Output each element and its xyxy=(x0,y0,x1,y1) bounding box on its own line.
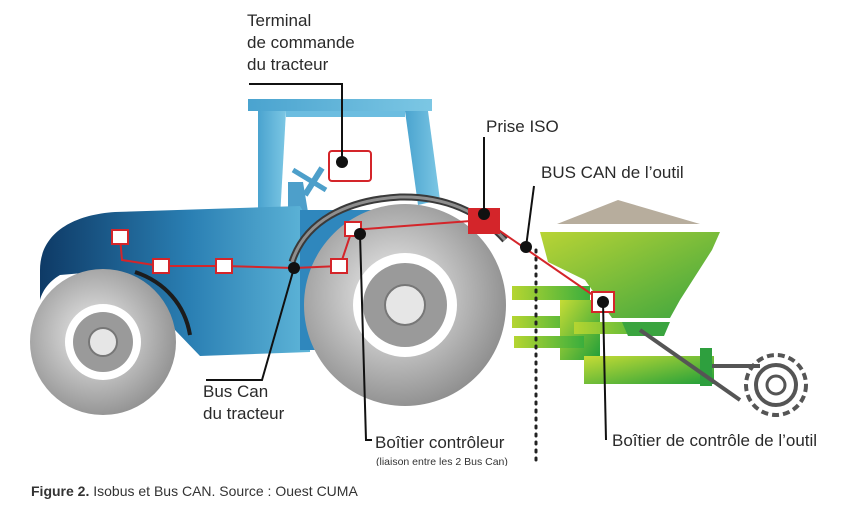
terminal-node xyxy=(328,150,372,182)
leader-dots xyxy=(288,156,609,308)
tool-bus-leader xyxy=(525,185,535,248)
label-terminal: Terminal de commande du tracteur xyxy=(247,10,355,76)
label-boitier-outil: Boîtier de contrôle de l’outil xyxy=(612,431,818,450)
cab-rear-pillar xyxy=(258,111,286,218)
label-terminal-line2: de commande xyxy=(247,33,355,52)
front-wheel xyxy=(30,269,176,415)
figure-caption: Figure 2. Isobus et Bus CAN. Source : Ou… xyxy=(31,483,358,499)
label-bus-can-outil: BUS CAN de l’outil xyxy=(541,163,684,182)
iso-to-tool-line xyxy=(483,219,604,303)
label-prise-iso: Prise ISO xyxy=(486,117,559,136)
tractor-body xyxy=(40,206,312,356)
hopper-load xyxy=(557,200,700,224)
spreader-disc xyxy=(622,322,670,336)
figure-caption-text: Isobus et Bus CAN. Source : Ouest CUMA xyxy=(89,483,358,499)
leader-lines xyxy=(206,83,607,441)
front-fender xyxy=(134,270,192,336)
label-boitier-controleur: Boîtier contrôleur xyxy=(375,433,505,452)
tool-ecu-leader xyxy=(602,301,607,441)
tractor-ecu-node xyxy=(330,258,348,274)
controller-dot xyxy=(354,228,366,240)
gauge-wheel xyxy=(744,353,808,417)
iso-dot xyxy=(478,208,490,220)
isobus-diagram xyxy=(30,83,808,464)
tractor-ecu-node xyxy=(111,229,129,245)
implement xyxy=(512,200,808,417)
can-bus-network xyxy=(111,150,615,313)
tractor-ecu-node xyxy=(215,258,233,274)
tool-bus-dot xyxy=(520,241,532,253)
frame-upper xyxy=(512,286,590,300)
terminal-dot xyxy=(336,156,348,168)
hopper xyxy=(540,232,720,318)
cab-front-pillar xyxy=(405,111,440,205)
tractor xyxy=(30,99,508,415)
tractor-ecu-node xyxy=(152,258,170,274)
label-bus-can-tracteur-line1: Bus Can xyxy=(203,382,269,401)
steering-wheel xyxy=(291,167,328,193)
label-bus-can-tracteur: Bus Can du tracteur xyxy=(203,381,284,425)
label-terminal-line3: du tracteur xyxy=(247,55,329,74)
tool-ecu-dot xyxy=(597,296,609,308)
tractor-bus-line xyxy=(119,236,341,270)
drawbar xyxy=(638,328,742,402)
controller-to-iso-line xyxy=(351,219,485,231)
tractor-bus-leader xyxy=(206,267,295,381)
cab-top-bar xyxy=(286,111,405,117)
terminal-leader xyxy=(249,83,343,162)
label-bus-can-tracteur-line2: du tracteur xyxy=(203,404,285,423)
figure-number: Figure 2. xyxy=(31,483,90,499)
label-terminal-line1: Terminal xyxy=(247,11,312,30)
rear-wheel xyxy=(304,204,506,406)
label-boitier-controleur-note: (liaison entre les 2 Bus Can) xyxy=(376,456,508,466)
controller-leader xyxy=(359,233,372,441)
hitch-link xyxy=(514,336,584,348)
cab-roof xyxy=(248,99,432,111)
tractor-bus-dot xyxy=(288,262,300,274)
seat xyxy=(288,182,308,214)
